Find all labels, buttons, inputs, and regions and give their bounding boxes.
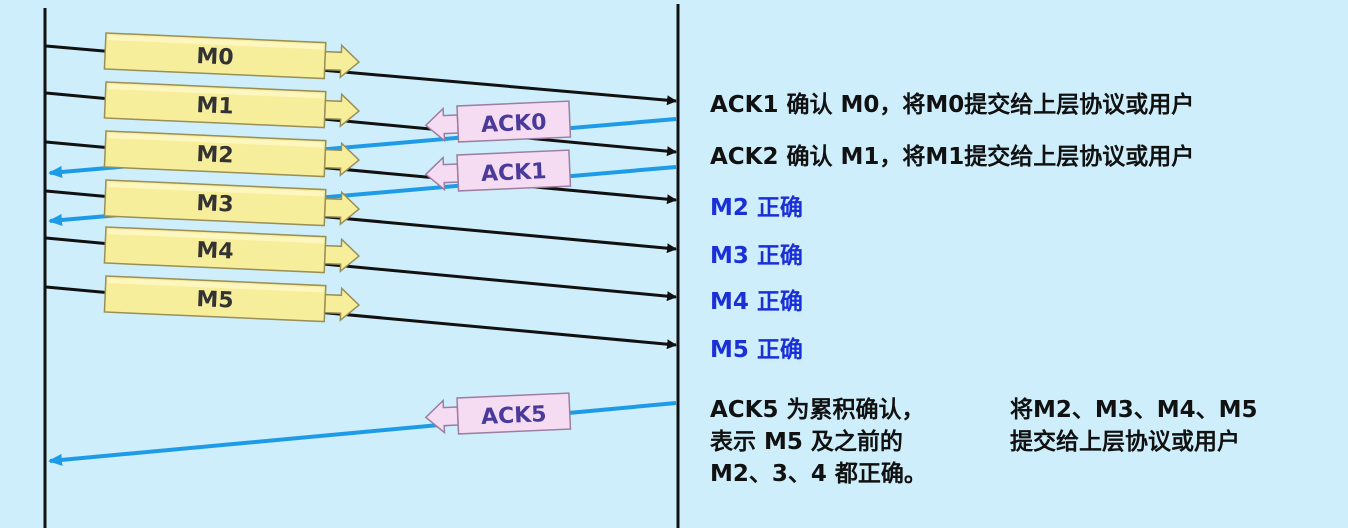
note-m5-correct: M5 正确 <box>710 337 803 363</box>
leftward-block-arrow-icon <box>424 398 459 435</box>
ack-label: ACK1 <box>481 159 548 187</box>
rightward-block-arrow-icon <box>323 190 361 226</box>
note-ack5-line-2: 表示 M5 及之前的 <box>710 429 903 455</box>
message-label: M5 <box>196 287 234 314</box>
note-m3-correct: M3 正确 <box>710 243 803 269</box>
ack-arrow-ack5 <box>48 401 677 466</box>
rightward-block-arrow-icon <box>323 286 361 322</box>
message-box-highlight <box>107 278 324 293</box>
rightward-block-arrow-icon <box>323 141 361 177</box>
note-m2-correct: M2 正确 <box>710 195 803 221</box>
note-deliver-line-1: 将M2、M3、M4、M5 <box>1010 397 1258 423</box>
note-ack5-line-3: M2、3、4 都正确。 <box>710 461 927 487</box>
message-packet-m0: M0 <box>103 32 361 80</box>
message-label: M3 <box>196 191 234 218</box>
ack-box <box>456 100 572 143</box>
message-box-highlight <box>107 229 324 244</box>
message-box-highlight <box>107 182 324 197</box>
message-label: M2 <box>196 142 234 169</box>
ack-label: ACK5 <box>481 402 548 430</box>
ack-box <box>456 392 572 435</box>
message-packet-m3: M3 <box>103 179 361 227</box>
message-packet-m1: M1 <box>103 81 361 129</box>
message-label: M0 <box>196 44 234 71</box>
message-packet-m4: M4 <box>103 226 361 274</box>
note-ack5-explanation: ACK5 为累积确认， 表示 M5 及之前的 M2、3、4 都正确。 <box>710 394 927 490</box>
message-box-highlight <box>107 133 324 148</box>
ack-packet-ack1: ACK1 <box>424 149 572 192</box>
rightward-block-arrow-icon <box>323 237 361 273</box>
leftward-block-arrow-icon <box>424 155 459 192</box>
leftward-block-arrow-icon <box>424 106 459 143</box>
note-ack1: ACK1 确认 M0，将M0提交给上层协议或用户 <box>710 92 1195 118</box>
note-ack5-line-1: ACK5 为累积确认， <box>710 397 925 423</box>
ack-box <box>456 149 572 192</box>
rightward-block-arrow-icon <box>323 92 361 128</box>
rightward-block-arrow-icon <box>323 43 361 79</box>
note-m4-correct: M4 正确 <box>710 289 803 315</box>
note-ack2: ACK2 确认 M1，将M1提交给上层协议或用户 <box>710 144 1195 170</box>
ack-packet-ack5: ACK5 <box>424 392 572 435</box>
ack-label: ACK0 <box>481 110 548 138</box>
message-box-highlight <box>107 84 324 99</box>
message-label: M4 <box>196 238 234 265</box>
message-box-highlight <box>107 35 324 50</box>
note-deliver: 将M2、M3、M4、M5 提交给上层协议或用户 <box>1010 394 1258 458</box>
message-packet-m2: M2 <box>103 130 361 178</box>
message-label: M1 <box>196 93 234 120</box>
message-packet-m5: M5 <box>103 275 361 323</box>
note-deliver-line-2: 提交给上层协议或用户 <box>1010 429 1240 455</box>
ack-packet-ack0: ACK0 <box>424 100 572 143</box>
